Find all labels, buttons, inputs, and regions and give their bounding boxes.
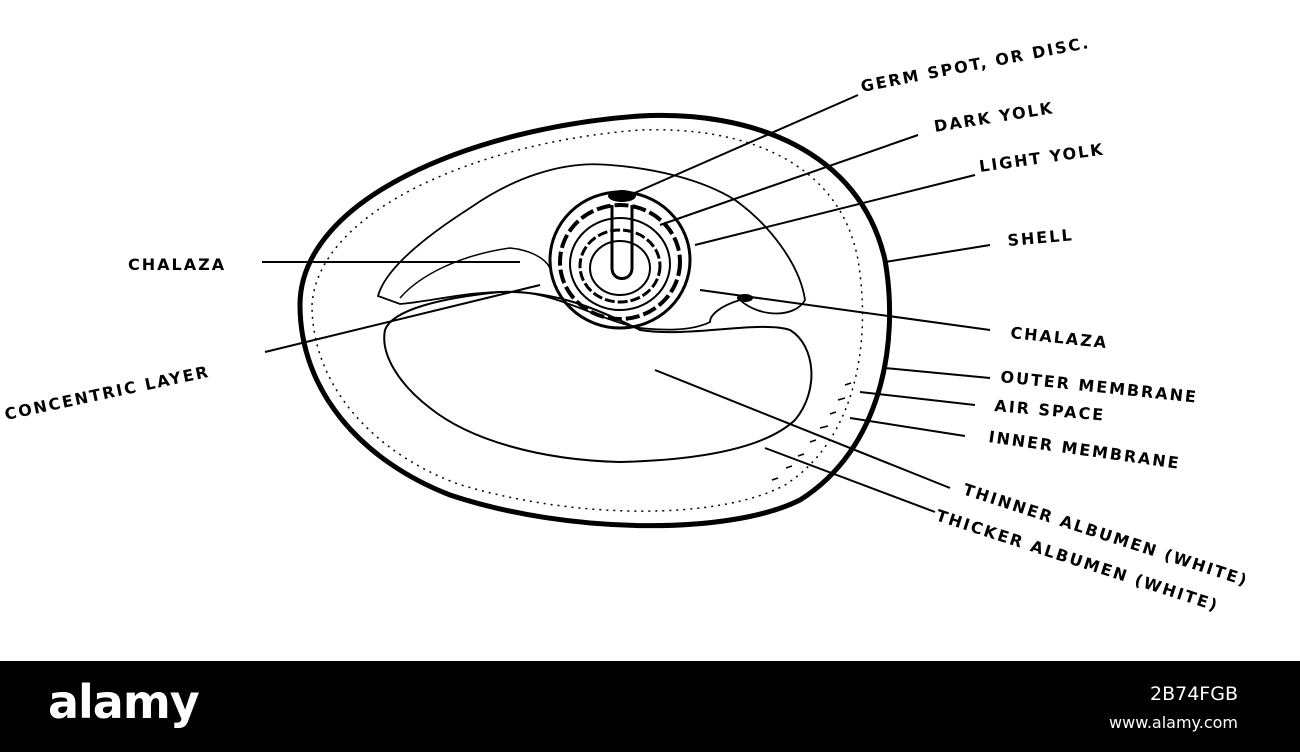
germ-spot bbox=[608, 190, 636, 202]
latebra bbox=[610, 205, 634, 280]
label-shell: SHELL bbox=[1007, 225, 1075, 250]
label-chalaza-right: CHALAZA bbox=[1010, 323, 1110, 352]
yolk-concentric-layers bbox=[558, 203, 682, 321]
chalaza-inner-line bbox=[399, 247, 551, 299]
leader-lines bbox=[262, 94, 991, 513]
egg-cross-section-diagram: GERM SPOT, OR DISC. DARK YOLK LIGHT YOLK… bbox=[3, 33, 1251, 616]
label-air-space: AIR SPACE bbox=[994, 396, 1106, 425]
egg-shell bbox=[297, 112, 893, 529]
site-url: www.alamy.com bbox=[1109, 713, 1238, 732]
label-inner-membrane: INNER MEMBRANE bbox=[987, 427, 1181, 473]
label-chalaza-left: CHALAZA bbox=[128, 255, 226, 274]
label-concentric-layer: CONCENTRIC LAYER bbox=[3, 362, 212, 424]
thick-albumen-outline bbox=[383, 290, 813, 464]
watermark-footer: alamy 2B74FGB www.alamy.com bbox=[0, 661, 1300, 752]
image-id: 2B74FGB bbox=[1150, 683, 1238, 705]
air-space-marks bbox=[771, 382, 852, 481]
inner-membrane-line bbox=[311, 128, 864, 512]
label-dark-yolk: DARK YOLK bbox=[933, 98, 1056, 136]
label-germ-spot: GERM SPOT, OR DISC. bbox=[859, 33, 1091, 96]
chalaza-albumen-outline bbox=[376, 163, 806, 331]
brand-logo: alamy bbox=[48, 675, 200, 729]
label-light-yolk: LIGHT YOLK bbox=[978, 140, 1106, 176]
